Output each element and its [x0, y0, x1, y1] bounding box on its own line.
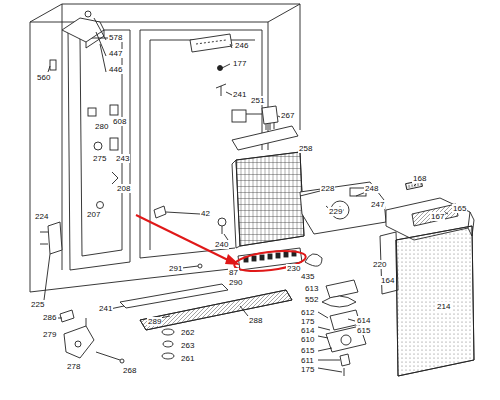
callout-number: 614 [356, 316, 371, 325]
callout-number: 286 [42, 313, 57, 322]
callout-number: 261 [180, 354, 195, 363]
callout-number: 87 [228, 268, 239, 277]
callout-number: 167 [430, 212, 445, 221]
callout-number: 42 [200, 209, 211, 218]
callout-number: 175 [300, 317, 315, 326]
callout-number: 278 [66, 362, 81, 371]
callout-number: 175 [300, 365, 315, 374]
callout-number: 280 [94, 122, 109, 131]
callout-number: 613 [304, 284, 319, 293]
callout-number: 610 [300, 335, 315, 344]
callout-number: 177 [232, 59, 247, 68]
callout-number: 615 [300, 346, 315, 355]
callout-number: 246 [234, 41, 249, 50]
callout-number: 290 [228, 278, 243, 287]
callout-number: 435 [300, 272, 315, 281]
callout-number: 229 [328, 207, 343, 216]
callout-number: 258 [298, 144, 313, 153]
callout-number: 208 [116, 184, 131, 193]
callout-number: 228 [320, 184, 335, 193]
callout-number: 247 [370, 200, 385, 209]
callout-number: 608 [112, 117, 127, 126]
callout-number: 268 [122, 366, 137, 375]
callout-number: 240 [214, 240, 229, 249]
callout-number: 214 [436, 302, 451, 311]
callout-number: 279 [42, 330, 57, 339]
callout-number: 168 [412, 174, 427, 183]
callout-number: 241 [98, 304, 113, 313]
callout-number: 243 [115, 154, 130, 163]
callout-number: 241 [232, 90, 247, 99]
callout-number: 615 [356, 326, 371, 335]
callout-number: 207 [86, 210, 101, 219]
callout-number: 291 [168, 264, 183, 273]
callout-number: 224 [34, 212, 49, 221]
callout-number: 267 [280, 111, 295, 120]
callout-number: 248 [364, 184, 379, 193]
callout-number: 560 [36, 73, 51, 82]
callout-number: 263 [180, 341, 195, 350]
callout-number: 289 [147, 317, 162, 326]
callout-number: 262 [180, 328, 195, 337]
callout-number: 251 [250, 96, 265, 105]
callout-number: 275 [92, 154, 107, 163]
callout-number: 552 [304, 295, 319, 304]
callout-number: 447 [108, 49, 123, 58]
callout-number: 225 [30, 300, 45, 309]
callout-number: 165 [452, 204, 467, 213]
callout-number: 220 [372, 260, 387, 269]
callout-number: 611 [300, 356, 315, 365]
callout-number: 164 [380, 276, 395, 285]
callout-number: 612 [300, 308, 315, 317]
callout-number: 578 [108, 33, 123, 42]
callout-number: 446 [108, 65, 123, 74]
callout-number: 288 [248, 316, 263, 325]
callout-number: 614 [300, 326, 315, 335]
